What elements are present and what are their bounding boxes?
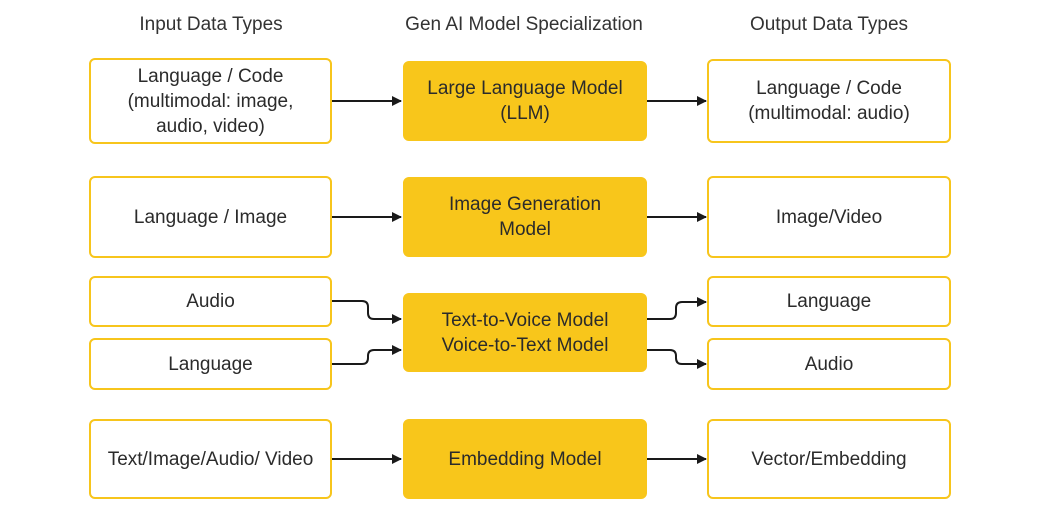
output-box-language: Language: [707, 276, 951, 327]
input-box-language: Language: [89, 338, 332, 390]
input-box-label: Text/Image/Audio/ Video: [107, 448, 314, 470]
output-box-vector-embedding: Vector/Embedding: [707, 419, 951, 499]
input-box-label: Language / Code (multimodal: image, audi…: [127, 65, 294, 137]
arrow-voice-out-audio: [647, 349, 707, 369]
model-box-embedding: Embedding Model: [403, 419, 647, 499]
output-column-header: Output Data Types: [749, 14, 909, 35]
output-box-language-code: Language / Code (multimodal: audio): [707, 59, 951, 143]
output-box-label: Image/Video: [775, 206, 883, 228]
input-box-audio: Audio: [89, 276, 332, 327]
output-box-label: Vector/Embedding: [751, 448, 907, 470]
input-column-header: Input Data Types: [139, 14, 283, 35]
arrow-voice-out-language: [647, 297, 707, 320]
input-box-label: Language: [168, 353, 253, 375]
model-box-llm: Large Language Model (LLM): [403, 61, 647, 141]
arrow-voice-in-language: [332, 345, 402, 365]
output-box-label: Language: [786, 291, 872, 312]
model-box-label: Text-to-Voice Model Voice-to-Text Model: [441, 309, 609, 356]
input-box-label: Language / Image: [133, 206, 288, 228]
model-box-label: Large Language Model (LLM): [427, 78, 623, 124]
arrow-voice-in-audio: [332, 300, 402, 324]
input-box-label: Audio: [186, 291, 235, 312]
output-box-label: Audio: [804, 353, 854, 375]
model-box-label: Embedding Model: [448, 448, 602, 470]
input-box-language-image: Language / Image: [89, 176, 332, 258]
output-box-audio: Audio: [707, 338, 951, 390]
model-box-image-generation: Image Generation Model: [403, 177, 647, 257]
output-box-label: Language / Code (multimodal: audio): [748, 78, 910, 124]
input-box-multimodal: Text/Image/Audio/ Video: [89, 419, 332, 499]
output-box-image-video: Image/Video: [707, 176, 951, 258]
model-column-header: Gen AI Model Specialization: [405, 14, 643, 35]
model-box-label: Image Generation Model: [448, 194, 602, 240]
model-box-voice: Text-to-Voice Model Voice-to-Text Model: [403, 293, 647, 372]
input-box-language-code: Language / Code (multimodal: image, audi…: [89, 58, 332, 144]
